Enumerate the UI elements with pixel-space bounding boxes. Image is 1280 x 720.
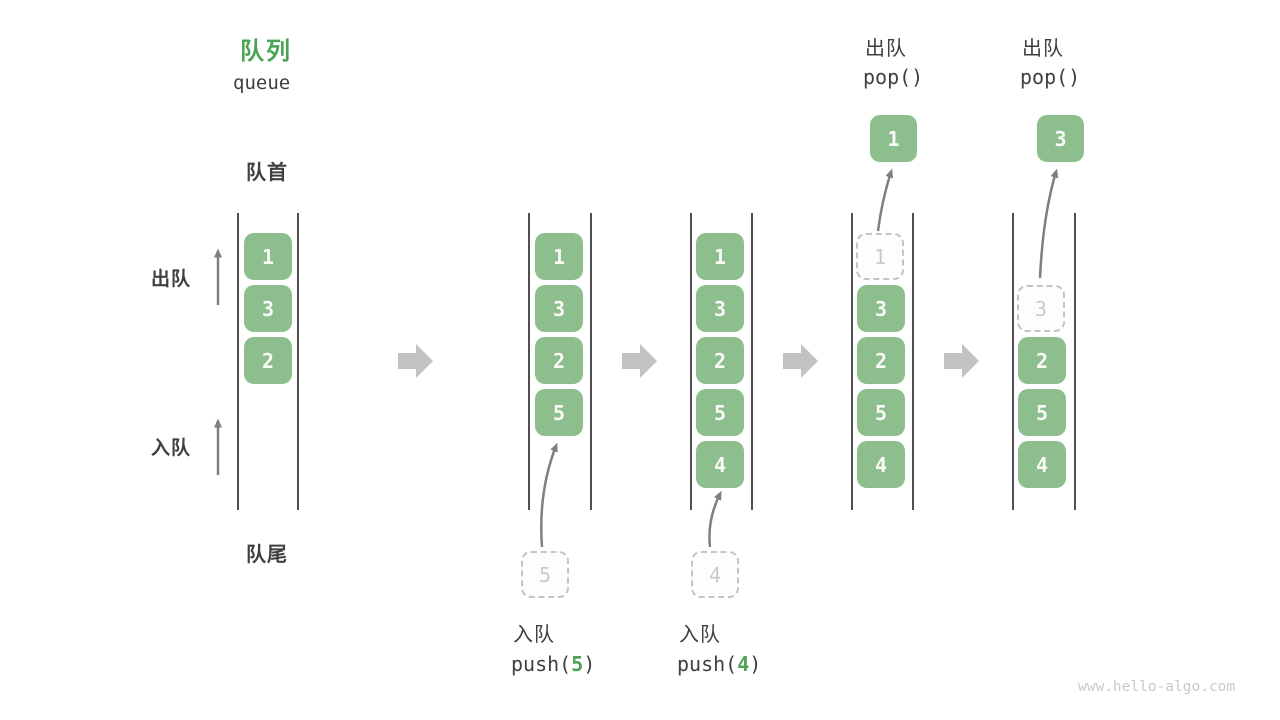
operation-code: push(5): [511, 652, 595, 676]
diagram-subtitle: queue: [233, 72, 291, 94]
queue-rear-label: 队尾: [246, 544, 288, 566]
code-text: push(: [511, 652, 572, 676]
dequeue-side-label: 出队: [151, 269, 192, 290]
queue-element-value: 3: [874, 296, 888, 321]
queue-element-box: 4: [1018, 441, 1066, 488]
queue-wall-right: [912, 213, 914, 510]
queue-wall-left: [690, 213, 692, 510]
queue-wall-left: [237, 213, 239, 510]
code-text: ): [749, 652, 762, 676]
queue-element-value: 4: [1035, 452, 1049, 477]
code-argument: 4: [737, 652, 750, 676]
queue-element-value: 3: [1034, 296, 1048, 321]
queue-element-value: 3: [1054, 126, 1067, 151]
queue-element-box: 2: [535, 337, 583, 384]
queue-element-box: 5: [696, 389, 744, 436]
queue-element-box: 3: [244, 285, 292, 332]
queue-element-value: 1: [552, 244, 566, 269]
queue-wall-right: [590, 213, 592, 510]
queue-element-value: 2: [261, 348, 275, 373]
next-state-arrow-icon: [398, 344, 433, 378]
queue-element-value: 4: [713, 452, 727, 477]
next-state-arrow-icon: [944, 344, 979, 378]
queue-element-value: 1: [261, 244, 275, 269]
queue-element-box: 5: [857, 389, 905, 436]
operation-label: 入队: [679, 624, 721, 646]
pop-3-arrow-icon: [1038, 168, 1059, 279]
operation-code: pop(): [1020, 65, 1080, 89]
queue-wall-left: [851, 213, 853, 510]
flow-arrows: [214, 168, 1059, 548]
queue-element-box: 2: [1018, 337, 1066, 384]
operation-label: 出队: [865, 38, 907, 60]
queue-element-value: 2: [874, 348, 888, 373]
queue-element-box: 1: [535, 233, 583, 280]
push-4-arrow-icon: [708, 490, 722, 548]
diagram-title: 队列: [240, 38, 292, 65]
pending-element-box: 4: [691, 551, 739, 598]
queue-front-label: 队首: [246, 162, 288, 184]
queue-element-box: 2: [244, 337, 292, 384]
queue-element-value: 5: [552, 400, 566, 425]
queue-element-box: 2: [696, 337, 744, 384]
queue-element-value: 1: [873, 244, 887, 269]
code-text: push(: [677, 652, 738, 676]
queue-element-box: 1: [696, 233, 744, 280]
queue-element-value: 1: [713, 244, 727, 269]
queue-element-box: 3: [857, 285, 905, 332]
queue-wall-right: [1074, 213, 1076, 510]
pop-1-arrow-icon: [876, 168, 894, 232]
queue-element-box: 5: [535, 389, 583, 436]
queue-wall-right: [751, 213, 753, 510]
queue-element-box: 2: [857, 337, 905, 384]
code-argument: 5: [571, 652, 584, 676]
queue-element-value: 2: [552, 348, 566, 373]
queue-element-value: 2: [713, 348, 727, 373]
queue-element-value: 5: [874, 400, 888, 425]
operation-label: 出队: [1022, 38, 1064, 60]
popped-element-box: 1: [870, 115, 917, 162]
operation-code: push(4): [677, 652, 761, 676]
pending-element-box: 5: [521, 551, 569, 598]
next-state-arrow-icon: [622, 344, 657, 378]
queue-element-value: 3: [713, 296, 727, 321]
queue-element-box: 4: [696, 441, 744, 488]
queue-element-value: 3: [261, 296, 275, 321]
queue-element-box: 3: [535, 285, 583, 332]
popped-element-box: 3: [1037, 115, 1084, 162]
queue-wall-left: [528, 213, 530, 510]
queue-element-box: 3: [696, 285, 744, 332]
code-text: ): [1068, 65, 1081, 89]
removed-element-box: 3: [1017, 285, 1065, 332]
queue-element-box: 1: [244, 233, 292, 280]
queue-element-value: 5: [538, 562, 552, 587]
queue-element-value: 5: [713, 400, 727, 425]
queue-element-box: 4: [857, 441, 905, 488]
queue-wall-left: [1012, 213, 1014, 510]
next-state-arrow-icon: [783, 344, 818, 378]
watermark: www.hello-algo.com: [1078, 679, 1236, 695]
operation-code: pop(): [863, 65, 923, 89]
code-text: pop(: [863, 65, 912, 89]
queue-element-value: 2: [1035, 348, 1049, 373]
queue-element-box: 5: [1018, 389, 1066, 436]
queue-element-value: 4: [874, 452, 888, 477]
queue-element-value: 3: [552, 296, 566, 321]
queue-element-value: 5: [1035, 400, 1049, 425]
push-5-arrow-icon: [540, 442, 558, 548]
code-text: pop(: [1020, 65, 1069, 89]
queue-element-value: 1: [887, 126, 900, 151]
code-text: ): [911, 65, 924, 89]
queue-wall-right: [297, 213, 299, 510]
removed-element-box: 1: [856, 233, 904, 280]
enqueue-side-label: 入队: [151, 438, 192, 459]
queue-element-value: 4: [708, 562, 722, 587]
operation-label: 入队: [513, 624, 555, 646]
code-text: ): [583, 652, 596, 676]
